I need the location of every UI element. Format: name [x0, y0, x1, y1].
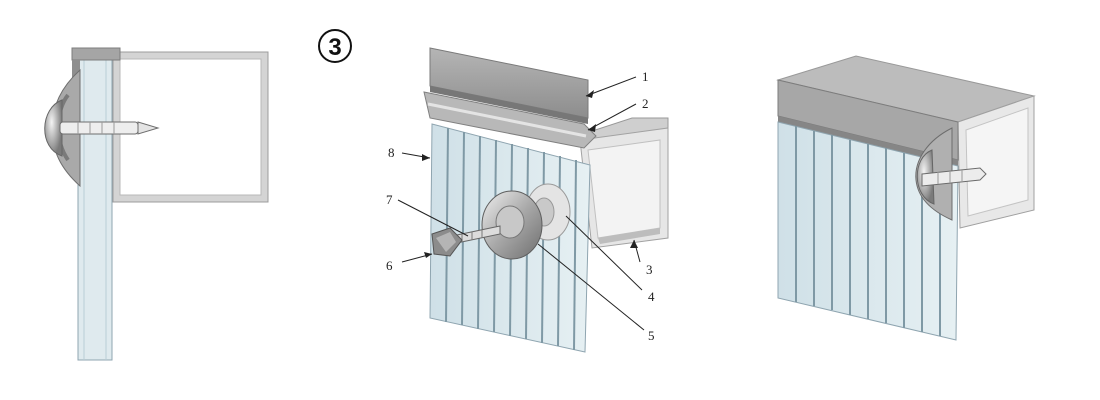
label-1: 1 — [642, 69, 649, 84]
step-badge: 3 — [318, 29, 352, 63]
label-2: 2 — [642, 96, 649, 111]
label-5: 5 — [648, 328, 655, 343]
profile-section — [71, 47, 121, 61]
assembled-view — [776, 55, 1036, 341]
screw-section — [59, 121, 139, 135]
label-3: 3 — [646, 262, 653, 277]
step-number: 3 — [328, 34, 341, 61]
section-view — [44, 47, 269, 361]
label-6: 6 — [386, 258, 393, 273]
leader-arrows — [422, 90, 638, 258]
glass-sheet-section — [77, 51, 113, 361]
exploded-view — [423, 47, 669, 353]
label-4: 4 — [648, 289, 655, 304]
label-8: 8 — [388, 145, 395, 160]
dome-washer-section — [44, 99, 63, 157]
label-7: 7 — [386, 192, 393, 207]
